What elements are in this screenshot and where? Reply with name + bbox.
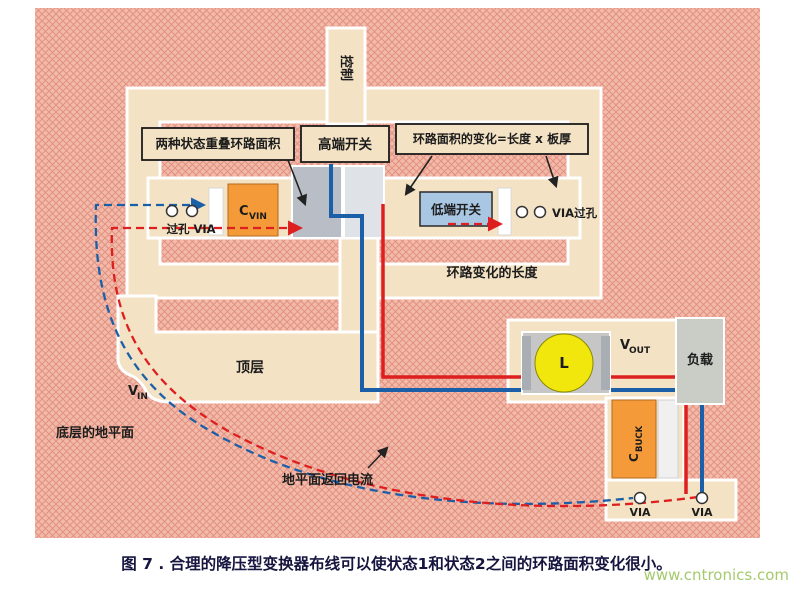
inductor-assembly — [521, 331, 611, 395]
control-trace — [325, 26, 367, 126]
control-label: 控制 — [338, 55, 354, 81]
area-change-pointer-arrow-left — [404, 155, 433, 196]
inductor-pad-left — [522, 336, 531, 390]
area-change-label: 环路面积的变化=长度 x 板厚 — [413, 131, 571, 146]
vin-label-main: V — [128, 384, 138, 399]
low-side-switch-body — [419, 191, 493, 227]
via-lowside-2 — [533, 205, 547, 219]
cbuck-pad-strip — [657, 399, 679, 479]
overlap-area-labelbox — [141, 127, 295, 161]
pad-strip-right — [497, 187, 512, 236]
load-block — [675, 317, 725, 405]
cvin-label-main: C — [239, 204, 249, 219]
switch-node-trace — [338, 236, 380, 336]
via-bottom-left-label: VIA — [629, 506, 651, 519]
high-side-switch-labelbox — [300, 125, 390, 163]
figure-caption: 图 7 . 合理的降压型变换器布线可以使状态1和状态2之间的环路面积变化很小。 — [121, 555, 672, 573]
inductor-label: L — [559, 354, 569, 372]
overlap-area-label: 两种状态重叠环路面积 — [155, 136, 281, 151]
via-ground-right — [695, 491, 709, 505]
high-side-switch-label: 高端开关 — [318, 136, 372, 153]
buck-converter-layout-diagram: 控制 高端开关 两种状态重叠环路面积 环路面积的变化=长度 x 板厚 C VIN… — [35, 8, 760, 538]
cbuck-capacitor — [611, 399, 657, 479]
watermark-text: www.cntronics.com — [643, 566, 789, 584]
state1-current-trace-blue — [329, 164, 704, 497]
via-bottom-right-label: VIA — [691, 506, 713, 519]
load-label: 负载 — [687, 352, 713, 368]
via-lowside-1 — [515, 205, 529, 219]
via-left-label: 过孔 VIA — [166, 222, 215, 236]
low-side-switch-label: 低端开关 — [430, 202, 482, 217]
via-right-label: VIA过孔 — [552, 206, 598, 220]
inductor-core — [534, 333, 594, 393]
bottom-ground-label: 底层的地平面 — [56, 425, 134, 441]
cbuck-label-main: C — [627, 453, 641, 462]
inductor-pad-right — [601, 336, 610, 390]
pad-strip-left — [208, 187, 224, 236]
area-change-labelbox — [395, 123, 589, 155]
via-input-2 — [185, 204, 199, 218]
top-layer-label: 顶层 — [236, 360, 264, 376]
via-input-1 — [165, 204, 179, 218]
vout-label-main: V — [620, 338, 630, 353]
vin-label-sub: IN — [137, 392, 148, 402]
ground-return-pointer-arrow — [367, 446, 389, 469]
red-return-current-dashed — [110, 220, 699, 508]
loop-length-label: 环路变化的长度 — [446, 265, 538, 281]
overlap-pointer-arrow — [287, 159, 307, 207]
cvin-label-sub: VIN — [249, 212, 267, 222]
cbuck-label-sub: BUCK — [635, 425, 645, 452]
ground-return-label: 地平面返回电流 — [282, 472, 373, 488]
area-change-pointer-arrow-right — [545, 155, 559, 189]
vout-label-sub: OUT — [629, 346, 651, 356]
via-ground-left — [633, 491, 647, 505]
